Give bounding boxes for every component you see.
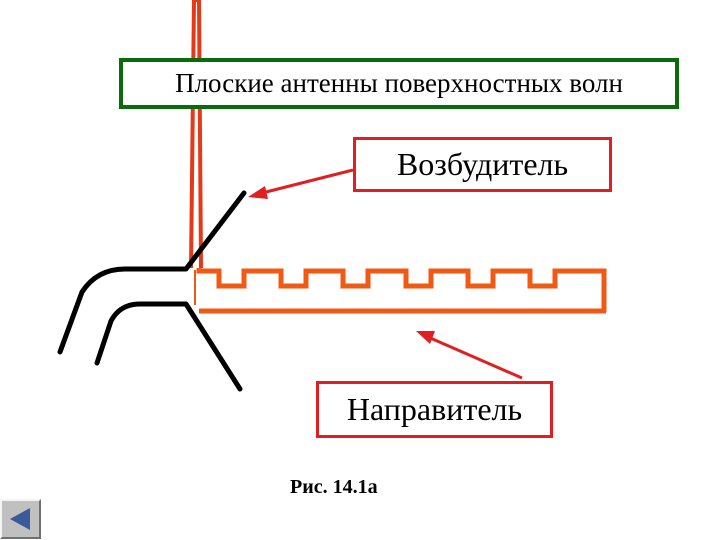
figure-caption: Рис. 14.1a (290, 476, 378, 498)
feed-line-lower (94, 301, 243, 392)
back-button[interactable] (0, 499, 41, 539)
director-corrugated-top (196, 268, 607, 312)
title-box: Плоские антенны поверхностных волн (119, 58, 679, 109)
director-label-box: Направитель (316, 381, 553, 438)
title-text: Плоские антенны поверхностных волн (175, 68, 623, 98)
director-arrow-head (416, 331, 435, 344)
director-pointer-arrow (427, 335, 523, 380)
feed-line-upper (57, 190, 247, 355)
director-label: Направитель (346, 391, 523, 427)
exciter-arrow-head (248, 186, 268, 199)
triangle-left-icon (10, 508, 30, 530)
exciter-label: Возбудитель (396, 146, 569, 182)
exciter-element (189, 0, 203, 269)
exciter-label-box: Возбудитель (353, 137, 612, 192)
exciter-pointer-arrow (261, 168, 354, 195)
